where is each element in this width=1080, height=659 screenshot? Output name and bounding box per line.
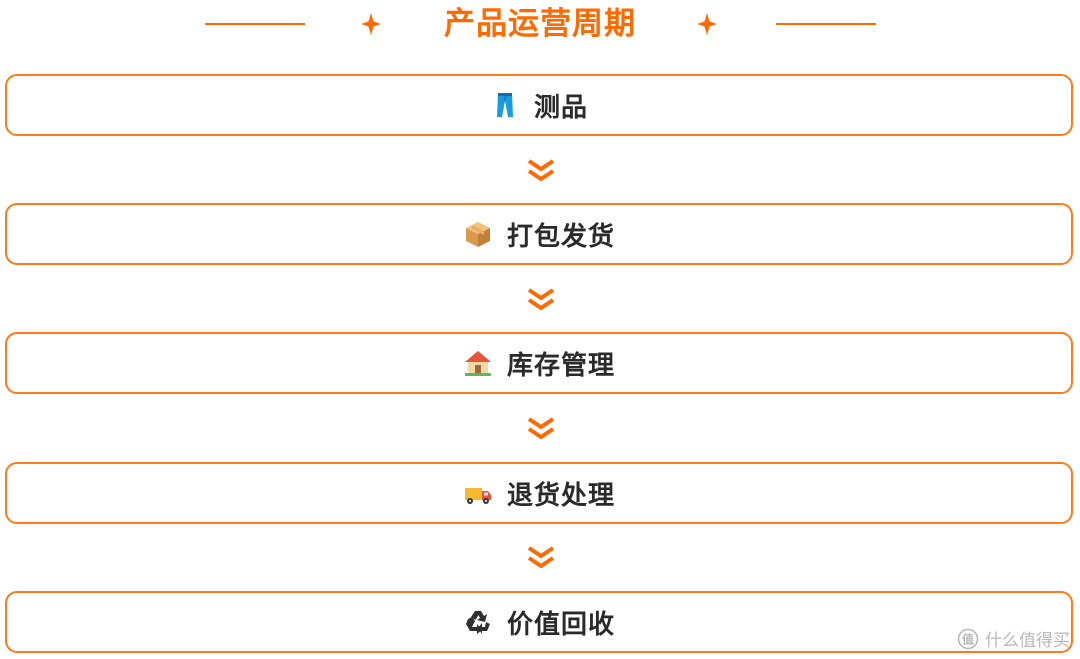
chevron-down-icon [527, 159, 555, 182]
step-returns: 退货处理 [5, 462, 1073, 524]
chevron-down-icon [527, 288, 555, 311]
svg-text:值: 值 [962, 631, 974, 646]
recycle-icon [465, 611, 490, 634]
chevron-down-icon [527, 546, 555, 569]
house-icon [464, 351, 491, 376]
watermark: 值 什么值得买 [957, 626, 1070, 651]
page-title: 产品运营周期 [444, 6, 636, 42]
step-inventory: 库存管理 [5, 332, 1073, 394]
package-icon [465, 222, 490, 247]
step-label: 库存管理 [506, 350, 615, 381]
right-divider-line [776, 23, 876, 25]
step-testing: 测品 [5, 74, 1073, 136]
chevron-down-icon [527, 417, 555, 440]
watermark-text: 什么值得买 [985, 631, 1070, 651]
step-label: 价值回收 [506, 609, 615, 640]
delivery-truck-icon [464, 488, 491, 504]
step-packing-shipping: 打包发货 [5, 203, 1073, 265]
step-value-recovery: 价值回收 [5, 591, 1073, 653]
smzdm-logo-icon: 值 [957, 628, 979, 649]
left-sparkle-icon [361, 13, 381, 35]
jeans-icon [496, 93, 513, 117]
right-sparkle-icon [697, 13, 717, 35]
left-divider-line [205, 23, 305, 25]
step-label: 测品 [533, 92, 588, 123]
step-label: 退货处理 [506, 480, 615, 511]
step-label: 打包发货 [506, 221, 615, 252]
header: 产品运营周期 [0, 0, 1080, 50]
